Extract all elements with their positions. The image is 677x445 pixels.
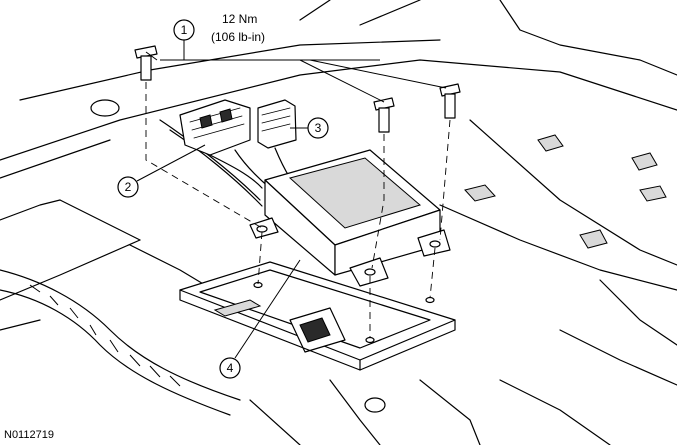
floor-holes [90,99,667,413]
torque-value-metric: 12 Nm [222,12,257,26]
callout-2-number: 2 [125,180,132,194]
restraint-control-module [249,149,451,287]
connector-small [257,99,297,179]
callout-4-number: 4 [227,361,234,375]
wiring-harness [0,119,263,416]
torque-value-imperial: (106 lb-in) [211,30,265,44]
callout-1: 1 [145,19,447,103]
callout-1-number: 1 [181,23,188,37]
callout-4: 4 [219,259,301,379]
bolts [134,45,461,338]
figure-reference-id: N0112719 [4,429,54,441]
mounting-bracket [179,261,456,371]
callout-2: 2 [117,144,206,198]
callout-3: 3 [290,117,329,139]
callout-3-number: 3 [315,121,322,135]
connector-large [179,99,271,189]
